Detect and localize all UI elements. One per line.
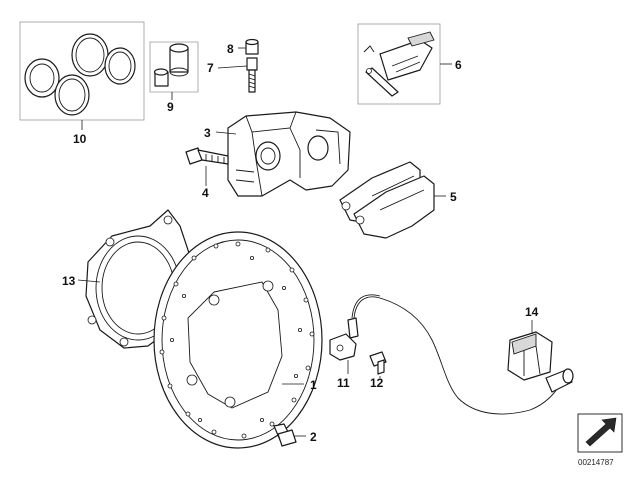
seal-ring-3 bbox=[71, 33, 109, 77]
seal-kit-group bbox=[19, 21, 145, 130]
piston-large bbox=[169, 43, 189, 77]
pad-retaining-pin bbox=[365, 67, 399, 97]
callout-3: 3 bbox=[204, 126, 211, 140]
callout-11: 11 bbox=[337, 376, 350, 390]
callout-13: 13 bbox=[62, 274, 76, 288]
orientation-symbol bbox=[577, 413, 623, 453]
callout-9: 9 bbox=[167, 100, 174, 114]
brake-pads bbox=[339, 161, 446, 239]
callout-7: 7 bbox=[207, 61, 214, 75]
bleed-valve bbox=[217, 38, 259, 93]
brake-disc bbox=[153, 231, 323, 449]
sensor-cable bbox=[353, 296, 561, 415]
pad-spring-clip bbox=[379, 31, 435, 81]
caliper-bolt bbox=[185, 147, 229, 186]
piston-small bbox=[153, 68, 169, 87]
sensor-connector-holder bbox=[507, 320, 574, 393]
seal-ring-1 bbox=[24, 58, 60, 98]
callout-1: 1 bbox=[310, 378, 317, 392]
bleed-screw bbox=[246, 57, 258, 93]
pad-pin-kit-group bbox=[357, 23, 452, 105]
disc-bolt bbox=[273, 423, 306, 447]
callout-5: 5 bbox=[450, 190, 457, 204]
callout-10: 10 bbox=[73, 132, 87, 146]
callout-14: 14 bbox=[525, 305, 539, 319]
callout-8: 8 bbox=[227, 42, 234, 56]
pin-clip bbox=[363, 45, 375, 53]
callout-12: 12 bbox=[370, 376, 384, 390]
piston-group bbox=[149, 41, 199, 100]
callout-labels: 1 2 3 4 5 6 7 8 9 10 11 12 13 14 bbox=[62, 42, 539, 444]
brake-caliper bbox=[215, 111, 351, 197]
callout-2: 2 bbox=[310, 430, 317, 444]
document-number: 00214787 bbox=[578, 458, 614, 467]
seal-ring-4 bbox=[104, 47, 136, 85]
piston-frame bbox=[149, 41, 199, 93]
sensor-bolt bbox=[369, 351, 387, 378]
arrow-icon bbox=[585, 417, 617, 447]
callout-6: 6 bbox=[455, 58, 462, 72]
disc-vent-holes bbox=[159, 241, 315, 439]
bleed-cap bbox=[245, 38, 259, 55]
wheel-speed-sensor bbox=[329, 294, 561, 415]
callout-4: 4 bbox=[202, 186, 209, 200]
seal-ring-2 bbox=[54, 74, 90, 116]
